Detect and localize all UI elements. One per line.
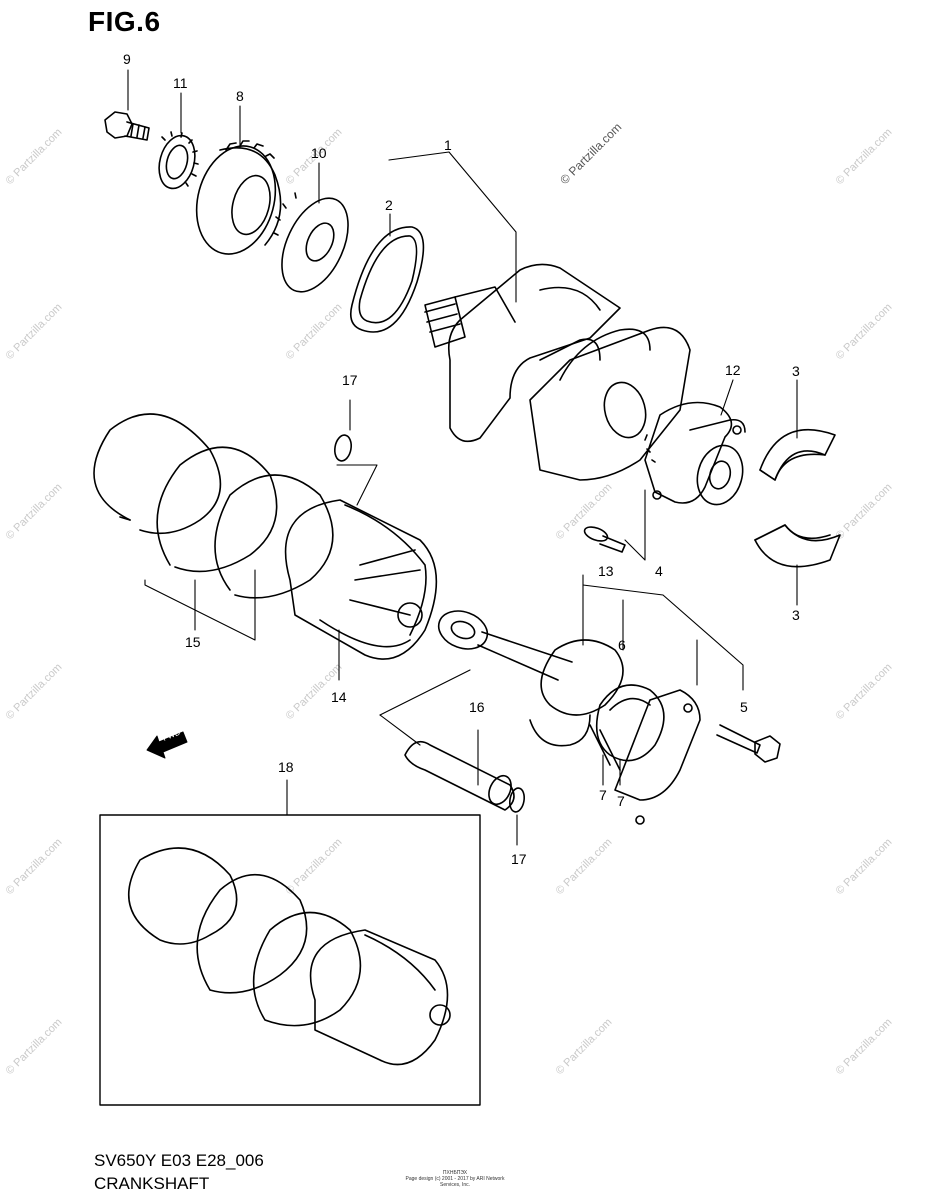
watermark: © Partzilla.com <box>4 301 65 362</box>
watermark: © Partzilla.com <box>4 1016 65 1077</box>
watermark: © Partzilla.com <box>834 1016 895 1077</box>
figure-title: FIG.6 <box>88 6 161 37</box>
fine-print: ПХНБПЭХ Page design (c) 2001 - 2017 by A… <box>400 1170 510 1188</box>
piston-ring-kit-18 <box>99 814 481 1106</box>
connecting-rod-4 <box>437 610 624 747</box>
watermark: © Partzilla.com <box>834 481 895 542</box>
watermark: © Partzilla.com <box>4 126 65 187</box>
watermark: © Partzilla.com <box>834 126 895 187</box>
callout-1: 1 <box>444 137 452 153</box>
watermark-layer: © Partzilla.com © Partzilla.com © Partzi… <box>4 120 895 1077</box>
conrod-bearing-7 <box>589 684 665 771</box>
fine-print-line-1: ПХНБПЭХ <box>442 1170 468 1176</box>
callout-7-right: 7 <box>617 793 625 809</box>
thrust-washer-2 <box>349 226 425 333</box>
bearing-sleeve-12 <box>644 401 746 506</box>
callout-10: 10 <box>311 145 327 161</box>
callout-5: 5 <box>740 699 748 715</box>
callout-8: 8 <box>236 88 244 104</box>
callout-4: 4 <box>655 563 663 579</box>
leader-lines <box>127 69 798 846</box>
callout-13: 13 <box>598 563 614 579</box>
callout-9: 9 <box>123 51 131 67</box>
copyright-watermark: © Partzilla.com <box>557 120 624 187</box>
callout-7-left: 7 <box>599 787 607 803</box>
watermark: © Partzilla.com <box>284 836 345 897</box>
callout-17-lower: 17 <box>511 851 527 867</box>
gear-washer-10 <box>273 192 349 293</box>
spline-gear-11 <box>158 131 199 190</box>
circlip-lower-17 <box>508 787 526 813</box>
circlip-upper-17 <box>334 434 352 462</box>
callout-14: 14 <box>331 689 347 705</box>
model-code: SV650Y E03 E28_006 <box>94 1151 264 1170</box>
primary-gear-8 <box>195 140 282 255</box>
callout-11: 11 <box>173 75 188 91</box>
watermark: © Partzilla.com <box>284 301 345 362</box>
callout-3-upper: 3 <box>792 363 800 379</box>
callout-6: 6 <box>618 637 626 653</box>
fine-print-line-2: Page design (c) 2001 - 2017 by ARI Netwo… <box>405 1176 505 1188</box>
callout-12: 12 <box>725 362 741 378</box>
piston-pin-16 <box>404 740 515 811</box>
callout-18: 18 <box>278 759 294 775</box>
watermark: © Partzilla.com <box>554 1016 615 1077</box>
cap-bolt-5 <box>716 724 781 763</box>
conrod-cap <box>614 689 701 825</box>
bolt-13 <box>583 526 626 553</box>
bearing-shell-lower-3 <box>754 524 841 568</box>
watermark: © Partzilla.com <box>834 661 895 722</box>
callout-17-upper: 17 <box>342 372 358 388</box>
callout-16: 16 <box>469 699 485 715</box>
callout-2: 2 <box>385 197 393 213</box>
bolt-9 <box>104 111 150 141</box>
section-name: CRANKSHAFT <box>94 1174 210 1193</box>
callout-labels: 9 11 8 10 1 2 12 3 17 13 4 3 6 15 14 5 1… <box>123 51 800 867</box>
piston-ring-set-15 <box>93 413 334 599</box>
bearing-shell-upper-3 <box>759 428 836 481</box>
watermark: © Partzilla.com <box>4 836 65 897</box>
watermark: © Partzilla.com <box>834 836 895 897</box>
watermark: © Partzilla.com <box>4 481 65 542</box>
watermark: © Partzilla.com <box>554 836 615 897</box>
fwd-arrow-icon <box>146 731 188 759</box>
callout-3-lower: 3 <box>792 607 800 623</box>
crankshaft-1 <box>424 263 691 481</box>
callout-15: 15 <box>185 634 201 650</box>
piston-14 <box>284 499 438 660</box>
watermark: © Partzilla.com <box>834 301 895 362</box>
watermark: © Partzilla.com <box>4 661 65 722</box>
